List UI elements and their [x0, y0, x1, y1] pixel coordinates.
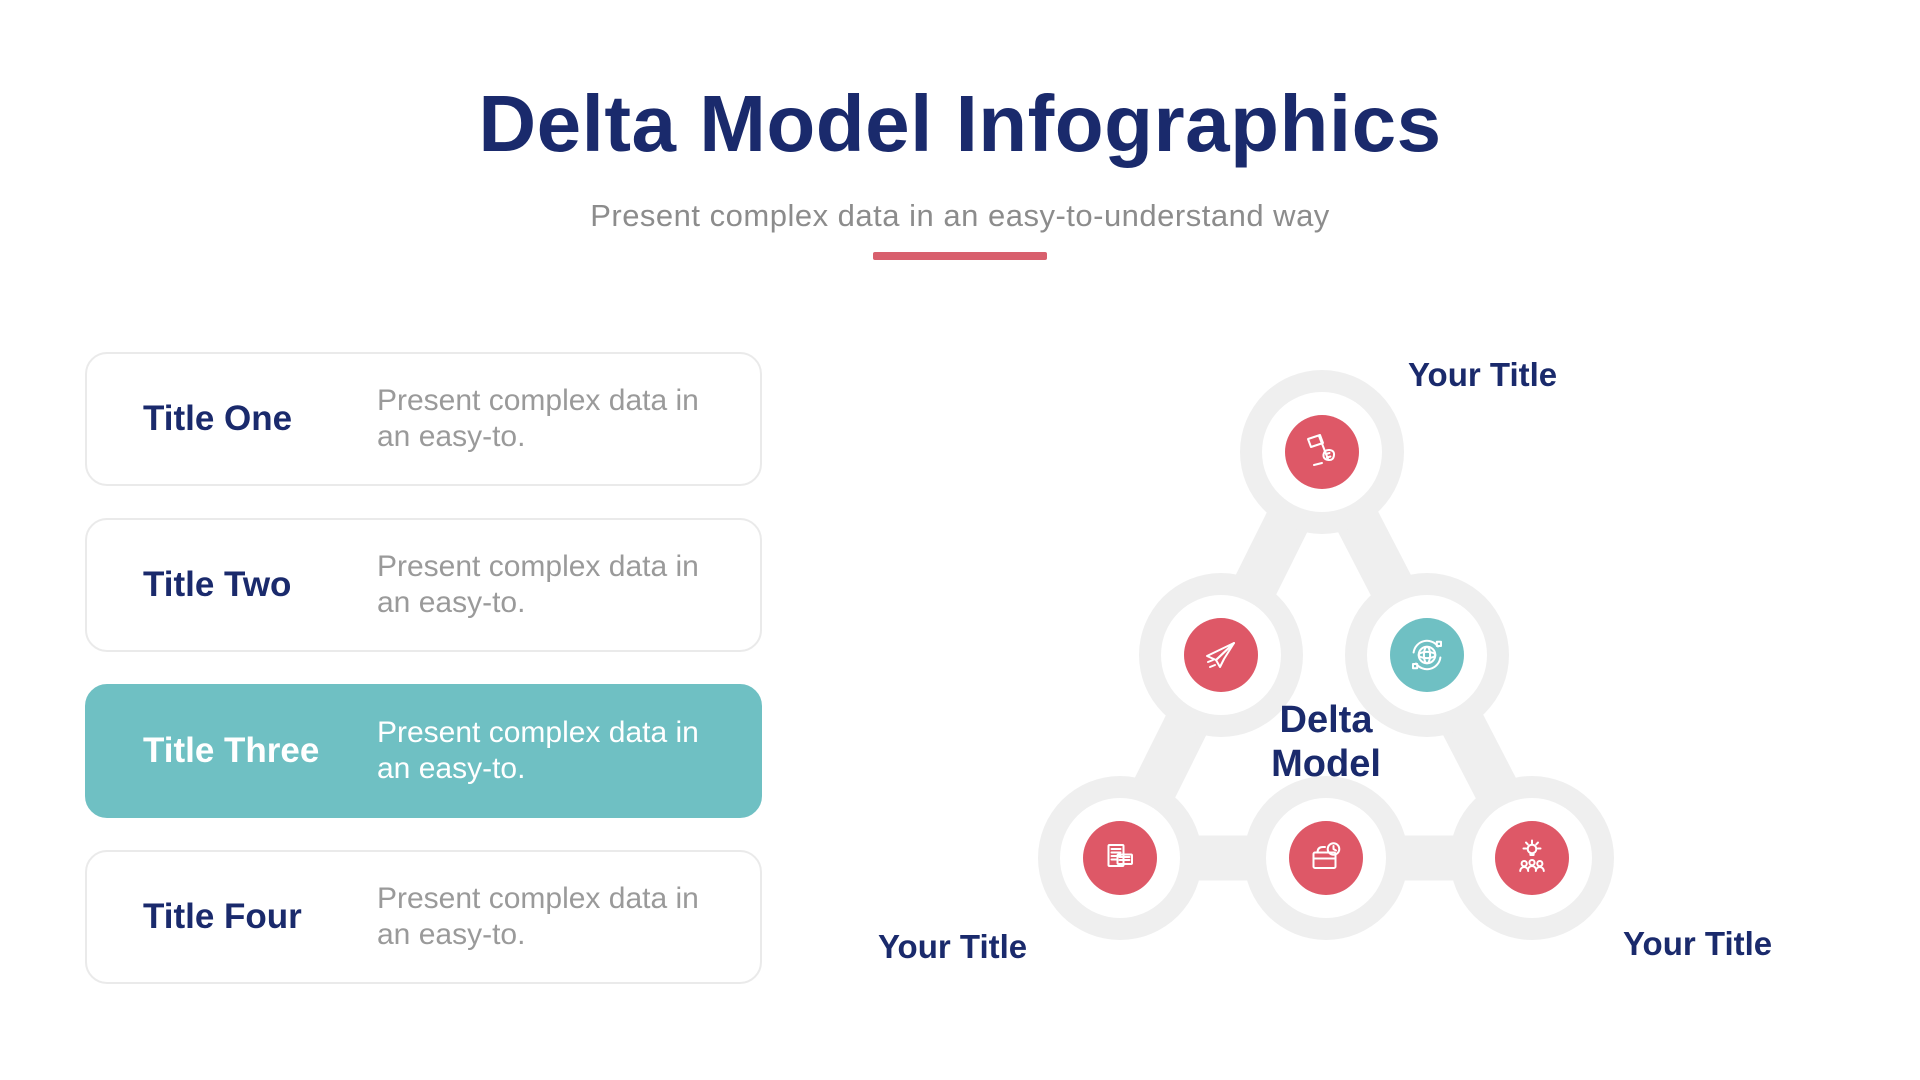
node-bottom-right: [1495, 821, 1569, 895]
team-idea-icon: [1519, 839, 1545, 872]
diagram-center-label: Delta Model: [1226, 698, 1426, 786]
card-title-three-active[interactable]: Title Three Present complex data in an e…: [85, 684, 762, 818]
node-top: [1285, 415, 1359, 489]
card-description: Present complex data in an easy-to.: [377, 384, 699, 453]
card-title-label: Title Three: [143, 731, 320, 770]
flag-hand-icon: [1307, 434, 1336, 466]
label-your-title-top: Your Title: [1408, 356, 1558, 393]
delta-model-diagram: [1038, 370, 1614, 940]
label-your-title-bottom-left: Your Title: [878, 928, 1028, 965]
card-title-label: Title Two: [143, 565, 292, 604]
card-title-four[interactable]: Title Four Present complex data in an ea…: [85, 850, 762, 984]
accent-underline: [873, 252, 1047, 260]
paper-plane-icon: [1206, 642, 1235, 668]
card-description: Present complex data in an easy-to.: [377, 550, 699, 619]
label-your-title-bottom-right: Your Title: [1623, 925, 1773, 962]
node-middle-right: [1390, 618, 1464, 692]
globe-sync-icon: [1412, 639, 1442, 671]
card-title-two[interactable]: Title Two Present complex data in an eas…: [85, 518, 762, 652]
card-title-label: Title Four: [143, 897, 302, 936]
diagram-center-line1: Delta: [1279, 699, 1373, 741]
documents-icon: [1107, 844, 1133, 867]
card-title-label: Title One: [143, 399, 293, 438]
briefcase-clock-icon: [1312, 842, 1341, 869]
page-subtitle: Present complex data in an easy-to-under…: [590, 198, 1330, 233]
card-description: Present complex data in an easy-to.: [377, 882, 699, 951]
card-description: Present complex data in an easy-to.: [377, 716, 699, 785]
page-title: Delta Model Infographics: [478, 79, 1442, 168]
card-title-one[interactable]: Title One Present complex data in an eas…: [85, 352, 762, 486]
diagram-center-line2: Model: [1271, 743, 1381, 785]
